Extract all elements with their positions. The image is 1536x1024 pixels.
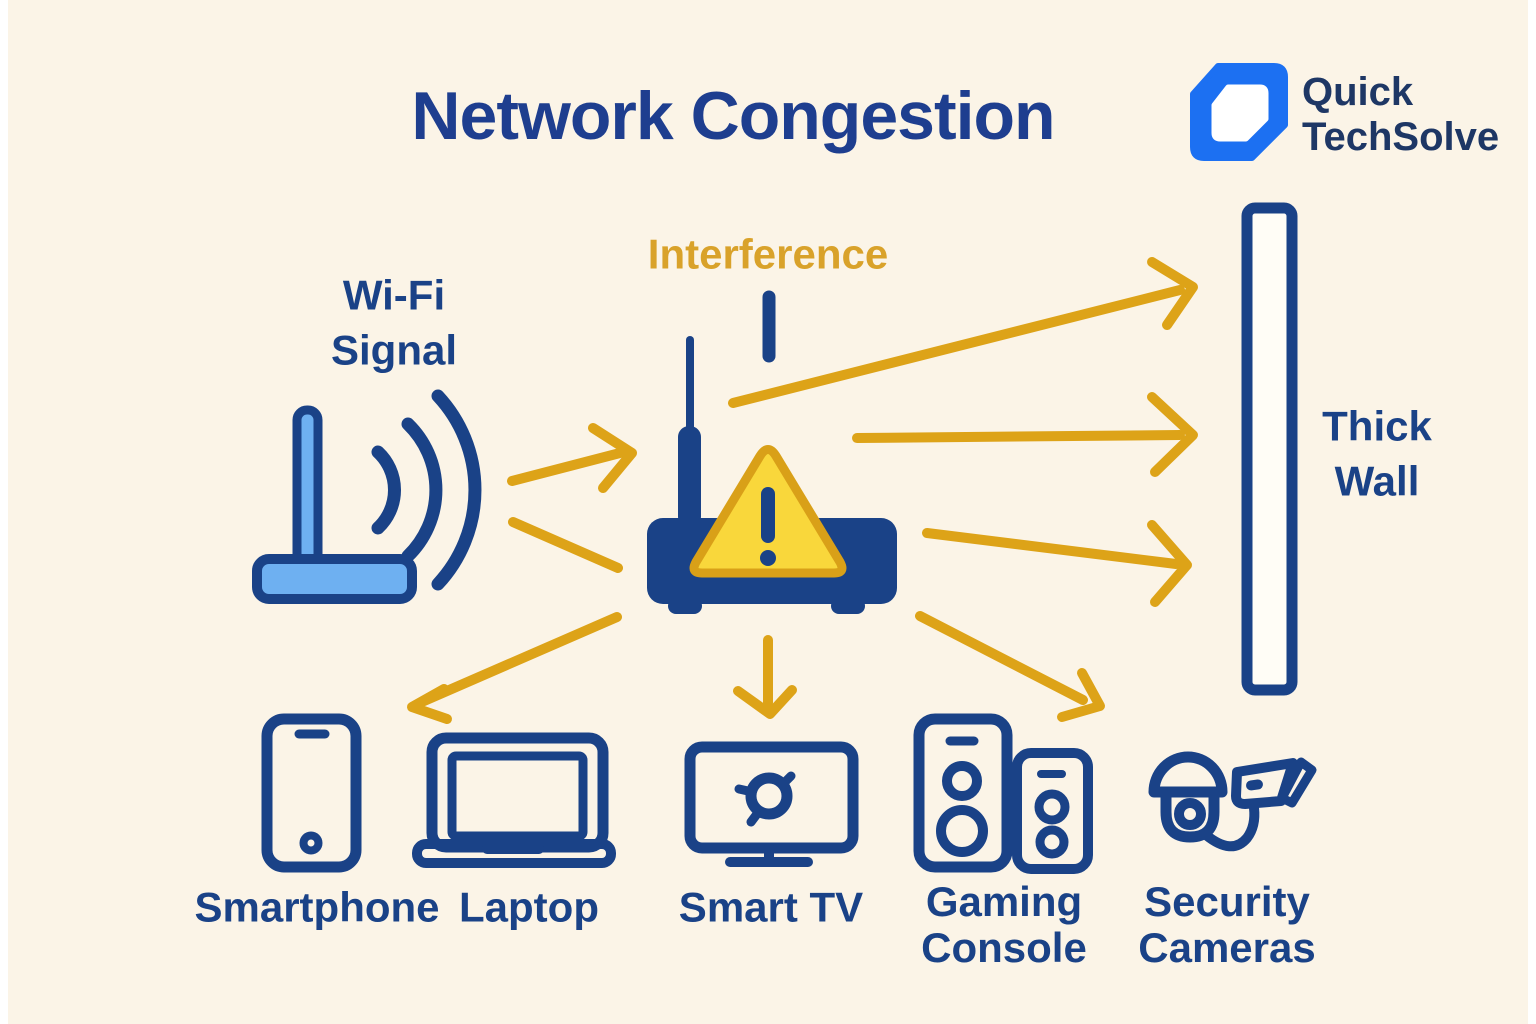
arrow-router-to-smartphone-laptop: [407, 612, 622, 724]
brand-name-line1: Quick: [1302, 69, 1414, 114]
arrow-router-to-wall-top: [728, 257, 1198, 408]
label-laptop: Laptop: [459, 883, 599, 931]
label-smartphone: Smartphone: [194, 883, 440, 931]
arrow-wifi-to-router: [507, 423, 637, 493]
smart-tv-icon: [684, 741, 859, 867]
line-wifi-to-router-lower: [508, 517, 623, 573]
thick-wall-label: Thick Wall: [1322, 402, 1432, 504]
arrow-router-to-gaming-console: [915, 611, 1105, 722]
brand-name: Quick TechSolve: [1302, 70, 1499, 160]
label-security-cameras: Security Cameras: [1138, 877, 1316, 971]
arrow-router-to-smart-tv: [733, 635, 797, 719]
page-title: Network Congestion: [411, 78, 1055, 154]
signal-waves-icon: [371, 389, 482, 591]
brand-logo: Quick TechSolve: [1190, 63, 1499, 166]
arrow-router-to-wall-middle: [852, 392, 1198, 477]
gaming-console-icon: [913, 713, 1093, 874]
thick-wall-icon: [1241, 202, 1298, 696]
signal-arrows: [407, 257, 1198, 724]
laptop-icon: [412, 732, 616, 868]
arrow-router-to-wall-bottom: [922, 520, 1192, 607]
wifi-signal-label: Wi-Fi Signal: [330, 271, 458, 373]
label-smart-tv: Smart TV: [678, 883, 864, 931]
smartphone-icon: [261, 713, 362, 873]
interference-label: Interference: [647, 230, 889, 278]
label-gaming-console: Gaming Console: [921, 877, 1087, 971]
quicktechsolve-logo-icon: [1190, 63, 1288, 166]
warning-triangle-icon: [689, 445, 847, 578]
security-cameras-icon: [1148, 751, 1317, 852]
brand-name-line2: TechSolve: [1302, 114, 1500, 159]
wifi-antenna-icon: [252, 389, 482, 604]
